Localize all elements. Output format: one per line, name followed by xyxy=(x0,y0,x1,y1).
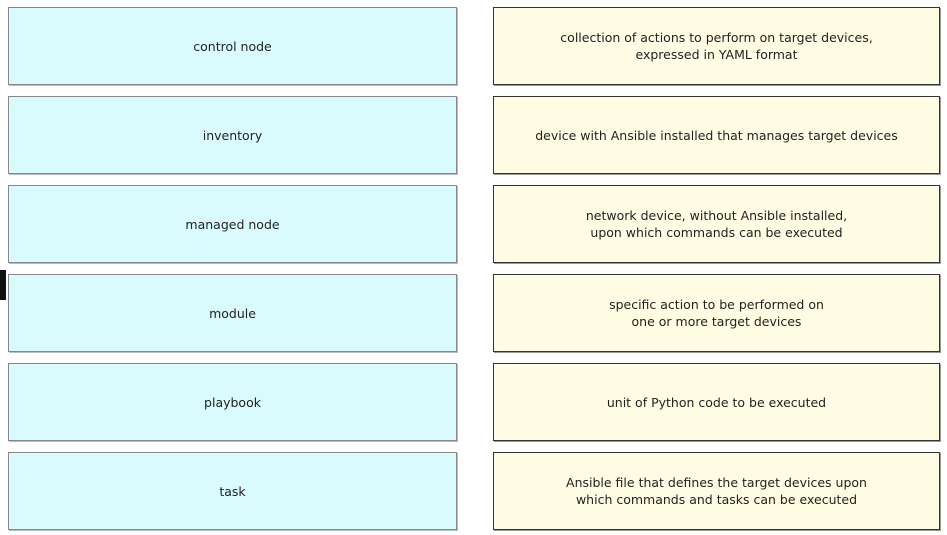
definition-target-4[interactable]: specific action to be performed on one o… xyxy=(493,274,940,352)
definition-text: Ansible file that defines the target dev… xyxy=(566,475,867,507)
definition-target-3[interactable]: network device, without Ansible installe… xyxy=(493,185,940,263)
term-label: control node xyxy=(193,38,272,54)
term-label: task xyxy=(219,483,246,499)
definition-target-6[interactable]: Ansible file that defines the target dev… xyxy=(493,452,940,530)
definition-text: unit of Python code to be executed xyxy=(606,394,827,410)
term-managed-node[interactable]: managed node xyxy=(8,185,457,263)
definition-text: network device, without Ansible installe… xyxy=(585,208,848,240)
term-label: playbook xyxy=(204,394,261,410)
term-task[interactable]: task xyxy=(8,452,457,530)
definition-target-2[interactable]: device with Ansible installed that manag… xyxy=(493,96,940,174)
definition-text: device with Ansible installed that manag… xyxy=(535,127,898,143)
drag-handle-marker xyxy=(0,270,6,300)
term-inventory[interactable]: inventory xyxy=(8,96,457,174)
term-label: managed node xyxy=(185,216,280,232)
definition-target-1[interactable]: collection of actions to perform on targ… xyxy=(493,7,940,85)
term-module[interactable]: module xyxy=(8,274,457,352)
term-label: module xyxy=(209,305,256,321)
definition-target-5[interactable]: unit of Python code to be executed xyxy=(493,363,940,441)
definition-text: collection of actions to perform on targ… xyxy=(560,30,873,62)
term-control-node[interactable]: control node xyxy=(8,7,457,85)
definition-text: specific action to be performed on one o… xyxy=(609,297,824,329)
term-playbook[interactable]: playbook xyxy=(8,363,457,441)
term-label: inventory xyxy=(202,127,263,143)
